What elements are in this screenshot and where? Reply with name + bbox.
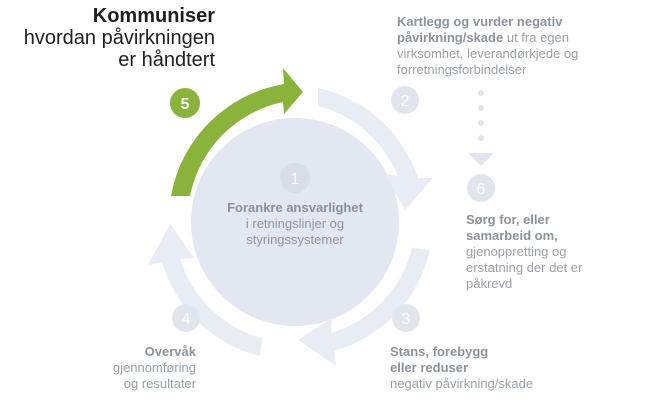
step-4-desc: gjennomføring og resultater (112, 360, 196, 391)
badge-4-number: 4 (182, 311, 191, 328)
step-6-label: Sørg for, eller samarbeid om, gjenoppret… (466, 212, 586, 292)
center-disk (191, 118, 399, 326)
step-4-title: Overvåk (144, 344, 196, 359)
green-arrow-step-5 (171, 68, 303, 196)
step-3-label: Stans, forebygg eller reduser negativ på… (390, 344, 560, 392)
badge-4 (172, 304, 200, 332)
step-2-label: Kartlegg og vurder negativ påvirkning/sk… (397, 14, 612, 78)
step-4-label: Overvåk gjennomføring og resultater (96, 344, 196, 392)
badge-6-number: 6 (477, 181, 486, 198)
center-label: Forankre ansvarlighet i retningslinjer o… (210, 200, 380, 248)
step-5-title: Kommuniser (92, 5, 215, 27)
ring-arrow-right (318, 88, 433, 210)
dotted-connector (468, 90, 494, 166)
step-5-label: Kommuniser hvordan påvirkningen er håndt… (5, 5, 215, 71)
step-2-title: Kartlegg og vurder negativ påvirkning/sk… (397, 14, 563, 45)
badge-2 (391, 86, 419, 114)
badge-6 (467, 174, 495, 202)
connector-arrowhead (468, 153, 494, 166)
ring-arrow-left (148, 224, 262, 356)
step-2-desc: ut fra egen virksomhet, leverandørkjede … (397, 30, 579, 77)
badge-5 (170, 88, 200, 118)
step-3-title: Stans, forebygg eller reduser (390, 344, 489, 375)
badge-3-number: 3 (402, 311, 411, 328)
badge-1-number: 1 (291, 171, 300, 188)
badge-2-number: 2 (401, 93, 410, 110)
step-6-title: Sørg for, eller samarbeid om, (466, 212, 558, 243)
badge-3 (392, 304, 420, 332)
step-3-desc: negativ påvirkning/skade (390, 376, 534, 391)
step-5-desc: hvordan påvirkningen er håndtert (23, 27, 215, 71)
ring-arrow-bottom (298, 248, 430, 366)
cycle-ring (148, 88, 433, 366)
center-desc: i retningslinjer og styringssystemer (245, 216, 345, 247)
center-title: Forankre ansvarlighet (227, 200, 363, 215)
badge-1 (280, 163, 310, 193)
badge-5-number: 5 (181, 96, 190, 113)
step-6-desc: gjenoppretting og erstatning der det er … (466, 244, 583, 291)
